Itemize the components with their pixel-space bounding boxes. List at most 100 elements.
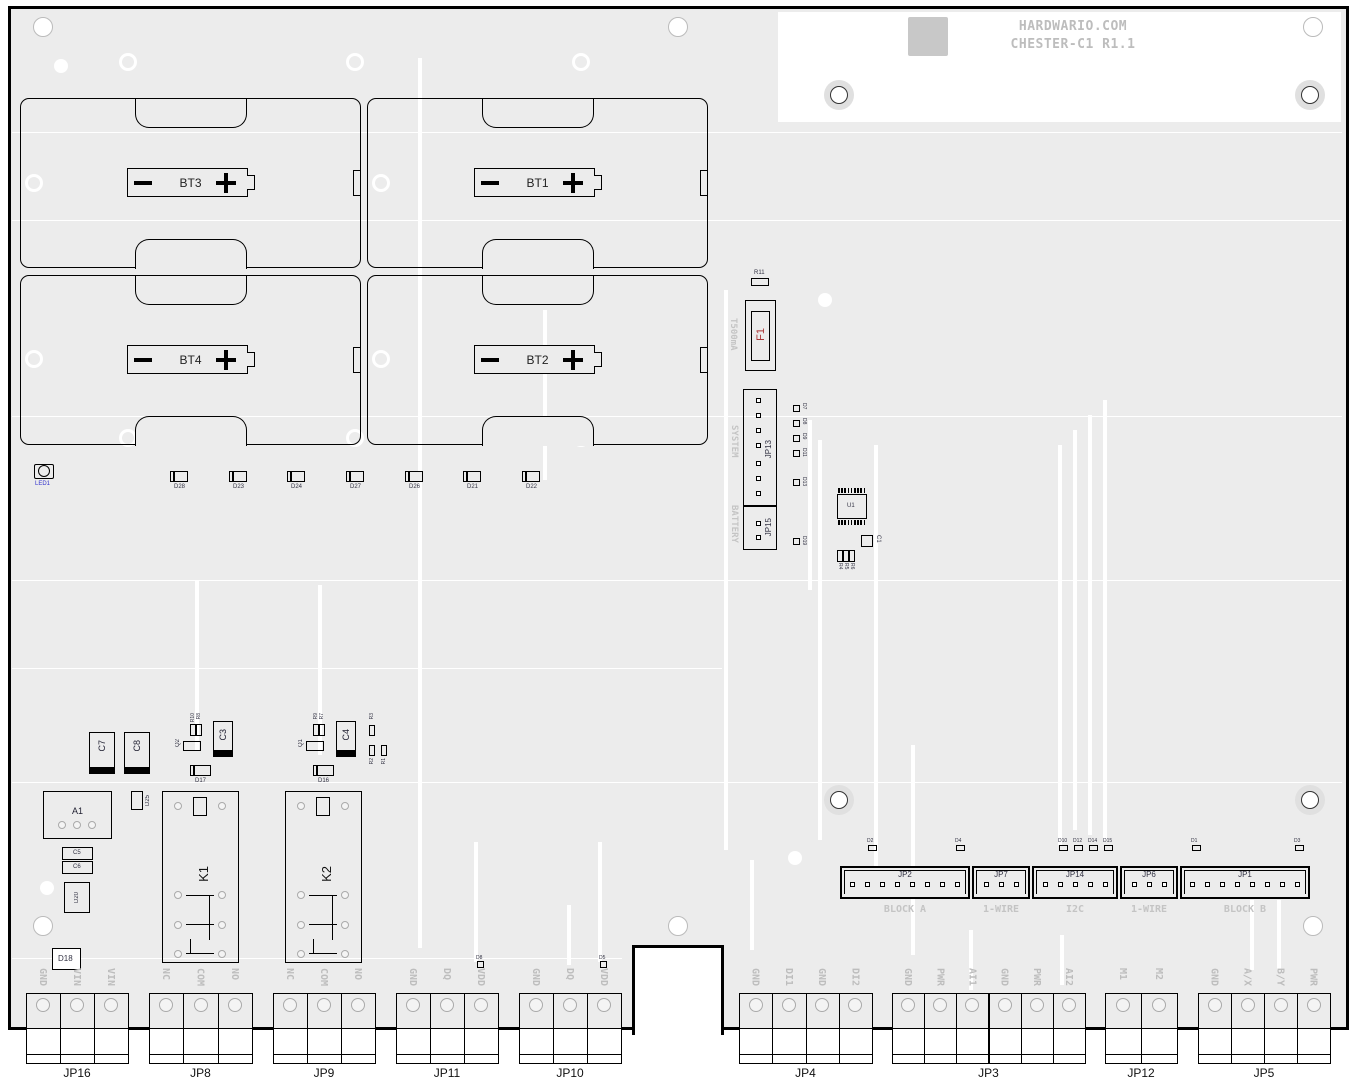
resistor xyxy=(196,724,202,736)
terminal-ridge xyxy=(805,1054,840,1055)
mounting-hole-icon xyxy=(33,916,53,936)
screw-mount-icon xyxy=(824,785,854,815)
diode xyxy=(1074,845,1083,851)
transistor-label: Q1 xyxy=(298,739,304,748)
header-pin xyxy=(1295,882,1300,887)
ic-u1 xyxy=(837,494,867,519)
relay xyxy=(162,791,239,963)
resistor xyxy=(369,745,375,756)
diode xyxy=(170,471,188,482)
terminal-body xyxy=(587,1028,622,1064)
diode xyxy=(793,479,800,486)
header-silk: 1-WIRE xyxy=(1130,904,1168,915)
copper-trace xyxy=(543,310,547,480)
capacitor-label: C3 xyxy=(218,729,228,741)
terminal-pin-label: DI2 xyxy=(849,968,861,987)
relay-pin xyxy=(174,802,182,810)
diode-bar xyxy=(349,471,351,482)
terminal-body xyxy=(341,1028,376,1064)
copper-trace xyxy=(1058,445,1062,845)
terminal-pin-label: PWR xyxy=(1030,968,1042,987)
battery-label: BT4 xyxy=(179,353,202,367)
relay-switch-line xyxy=(309,924,337,925)
header-pin xyxy=(1205,882,1210,887)
relay-switch-line xyxy=(190,939,191,953)
relay-pin xyxy=(341,950,349,958)
terminal-ridge xyxy=(341,1054,376,1055)
terminal-pin-label: GND xyxy=(37,968,48,987)
ic-pin xyxy=(844,520,846,525)
header-silk: BLOCK B xyxy=(1223,904,1267,915)
terminal-body xyxy=(307,1028,342,1064)
diode-label: D21 xyxy=(467,484,479,490)
capacitor-label: C6 xyxy=(73,864,81,870)
terminal-ridge xyxy=(739,1054,774,1055)
diode xyxy=(131,791,143,810)
battery-clip-top xyxy=(482,275,594,305)
diode-label: D14 xyxy=(1088,838,1098,844)
battery-terminal-nub xyxy=(594,175,602,190)
header-jp2 xyxy=(840,866,970,899)
terminal-ridge xyxy=(1264,1054,1298,1055)
battery-label: BT1 xyxy=(526,176,549,190)
terminal-body xyxy=(838,1028,873,1064)
copper-trace xyxy=(911,745,915,955)
module-pin xyxy=(88,821,96,829)
terminal-screw xyxy=(781,998,796,1012)
ic-pin xyxy=(838,488,840,493)
copper-trace xyxy=(12,958,622,959)
terminal-ridge xyxy=(1105,1054,1142,1055)
copper-trace xyxy=(808,420,812,590)
ic-pin xyxy=(844,488,846,493)
terminal-pin-label: M2 xyxy=(1153,968,1164,981)
diode-bar xyxy=(290,471,292,482)
diode-label: D26 xyxy=(409,484,421,490)
terminal-label: JP11 xyxy=(433,1066,461,1080)
via-icon xyxy=(818,293,832,307)
resistor xyxy=(381,745,387,756)
copper-trace xyxy=(598,842,602,962)
capacitor xyxy=(861,535,873,547)
terminal-body xyxy=(464,1028,499,1064)
ic-pin xyxy=(841,488,843,493)
battery-clip-bottom xyxy=(482,416,594,446)
copper-trace xyxy=(474,842,478,962)
header-pin xyxy=(1072,882,1078,887)
diode-label: D25 xyxy=(145,795,151,807)
diode xyxy=(313,765,334,776)
terminal-pin-label: M1 xyxy=(1117,968,1128,981)
battery-clip-bottom xyxy=(482,239,594,269)
header-pin xyxy=(910,882,915,887)
relay-switch-line xyxy=(209,895,210,940)
logo-square xyxy=(908,17,948,56)
capacitor xyxy=(62,861,93,874)
relay-pin xyxy=(218,891,226,899)
ic-pin xyxy=(857,520,859,525)
ic-label: U1 xyxy=(847,503,855,509)
diode-label: D17 xyxy=(195,778,207,784)
terminal-pin-label: GND xyxy=(998,968,1010,987)
screw-mount-icon xyxy=(1295,785,1325,815)
relay-pin xyxy=(297,802,305,810)
screw-mount-icon xyxy=(1295,80,1325,110)
terminal-ridge xyxy=(553,1054,588,1055)
system-silk: SYSTEM xyxy=(729,425,739,458)
copper-trace xyxy=(1088,415,1092,835)
header-pin xyxy=(756,535,761,540)
header-pin xyxy=(756,476,761,481)
fuse-holder xyxy=(745,300,776,371)
terminal-screw xyxy=(104,998,118,1012)
relay-coil xyxy=(193,797,207,816)
terminal-pin-label: DI1 xyxy=(782,968,794,987)
terminal-ridge xyxy=(217,1054,253,1055)
resistor xyxy=(843,550,849,562)
battery-clip-bottom xyxy=(135,416,247,446)
copper-trace xyxy=(1250,900,1254,970)
plus-icon xyxy=(571,350,575,370)
terminal-screw xyxy=(1240,998,1255,1012)
terminal-screw xyxy=(36,998,50,1012)
diode xyxy=(229,471,247,482)
terminal-pin-label: VIN xyxy=(71,968,82,987)
terminal-screw xyxy=(70,998,84,1012)
battery-pin-icon xyxy=(372,174,390,192)
